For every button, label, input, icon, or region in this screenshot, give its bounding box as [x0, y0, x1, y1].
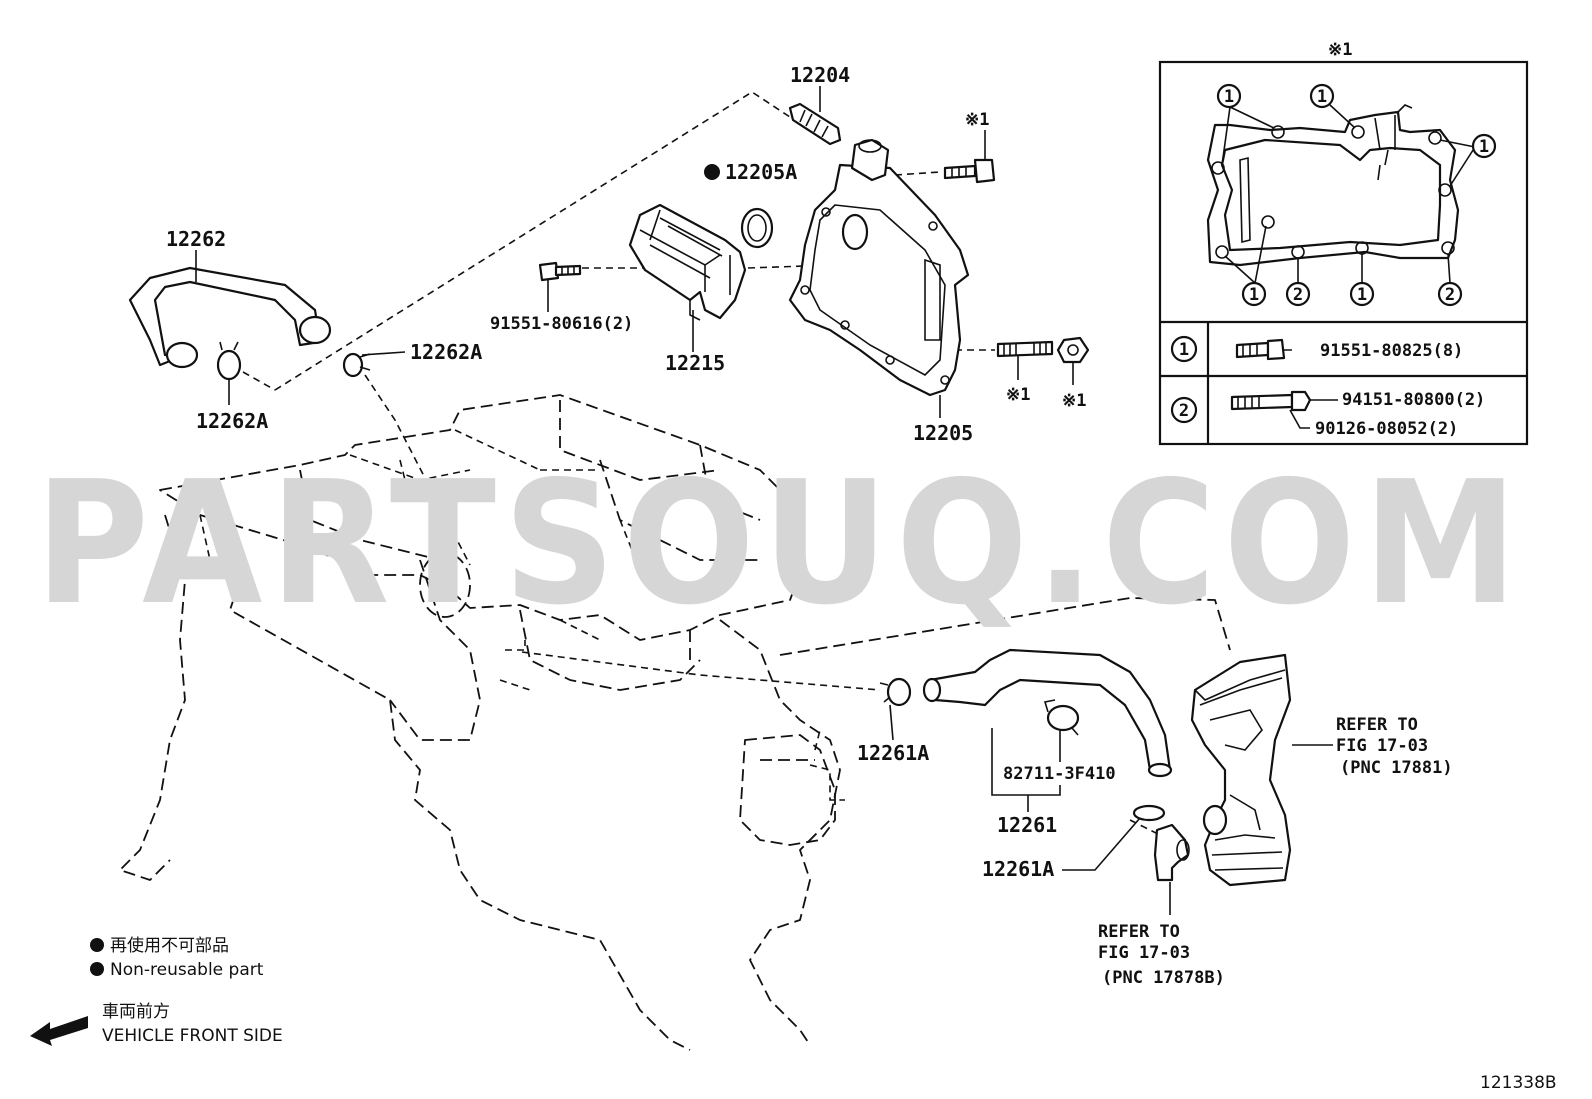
inset-gasket-drawing — [1206, 104, 1476, 284]
elbow-fitting — [1153, 823, 1190, 882]
label-12262a-right: 12262A — [410, 340, 482, 364]
inset-frame — [1158, 60, 1529, 446]
label-mark1-bolt: ※1 — [965, 110, 989, 130]
label-12261a-upper: 12261A — [857, 741, 929, 765]
diagram-id: 121338B — [1480, 1073, 1557, 1093]
gasket-callout-c: 1 — [1479, 137, 1489, 157]
inset-title: ※1 — [1328, 40, 1352, 60]
label-82711-3f410: 82711-3F410 — [1003, 764, 1116, 784]
refer-lower-line1: REFER TO — [1098, 922, 1180, 942]
non-reusable-dot-12205a — [704, 164, 720, 180]
label-12262a-left: 12262A — [196, 409, 268, 433]
gasket-callout-b: 1 — [1317, 87, 1327, 107]
refer-upper-line2: FIG 17-03 — [1336, 736, 1428, 756]
gasket-callout-a: 1 — [1224, 87, 1234, 107]
label-mark1-nut: ※1 — [1062, 391, 1086, 411]
inset-callouts — [1170, 83, 1497, 424]
legend-non-reusable-en: Non-reusable part — [110, 960, 264, 980]
inset-part-90126-08052: 90126-08052(2) — [1315, 419, 1458, 439]
inset-bolt-94151 — [1230, 390, 1338, 429]
nut-mark1 — [1056, 336, 1090, 364]
label-91551-80616: 91551-80616(2) — [490, 314, 633, 334]
gasket-callout-e: 2 — [1293, 285, 1303, 305]
clip-12261a-upper — [879, 677, 912, 707]
legend-front-jp: 車両前方 — [102, 1002, 170, 1022]
refer-lower-line3: (PNC 17878B) — [1102, 968, 1225, 988]
inset-bolt-91551 — [1235, 338, 1292, 361]
legend-non-reusable-jp: 再使用不可部品 — [110, 935, 229, 956]
label-12205a: 12205A — [725, 160, 797, 184]
clip-12262a-right — [342, 352, 371, 378]
air-intake-duct — [1190, 653, 1292, 887]
clip-12261a-lower — [1132, 804, 1166, 822]
legend-dot-jp — [90, 938, 104, 952]
gasket-callout-f: 1 — [1357, 285, 1367, 305]
seal-ring-12205a — [740, 207, 774, 249]
hose-12261 — [922, 648, 1173, 778]
label-mark1-stud: ※1 — [1006, 385, 1030, 405]
clip-82711 — [1043, 699, 1080, 736]
oil-separator-12215 — [628, 203, 747, 321]
inset-part-94151-80800: 94151-80800(2) — [1342, 390, 1485, 410]
legend-front-en: VEHICLE FRONT SIDE — [102, 1026, 283, 1046]
label-12261: 12261 — [997, 813, 1057, 837]
engine-outline — [119, 394, 1231, 1051]
callout-leaders — [195, 86, 1333, 915]
bolt-91551-80616 — [538, 261, 582, 282]
label-12262: 12262 — [166, 227, 226, 251]
inset-row2-symbol: 2 — [1179, 401, 1189, 421]
inset-part-91551-80825: 91551-80825(8) — [1320, 341, 1463, 361]
gasket-callout-g: 2 — [1445, 285, 1455, 305]
clip-12262a-left — [216, 341, 242, 381]
stud-mark1 — [996, 340, 1054, 358]
label-12205: 12205 — [913, 421, 973, 445]
legend-dot-en — [90, 962, 104, 976]
pcv-valve-12204 — [788, 102, 842, 146]
vehicle-front-arrow-icon — [30, 1016, 88, 1046]
refer-upper-line3: (PNC 17881) — [1340, 758, 1453, 778]
hose-12262 — [128, 266, 332, 369]
watermark: PARTSOUQ.COM — [35, 445, 1525, 643]
inset-row1-symbol: 1 — [1179, 340, 1189, 360]
label-12261a-lower: 12261A — [982, 857, 1054, 881]
refer-lower-line2: FIG 17-03 — [1098, 943, 1190, 963]
label-12215: 12215 — [665, 351, 725, 375]
gasket-callout-d: 1 — [1249, 285, 1259, 305]
valve-cover-12205 — [788, 138, 970, 397]
refer-upper-line1: REFER TO — [1336, 715, 1418, 735]
bolt-mark1 — [943, 158, 996, 184]
label-12204: 12204 — [790, 63, 850, 87]
